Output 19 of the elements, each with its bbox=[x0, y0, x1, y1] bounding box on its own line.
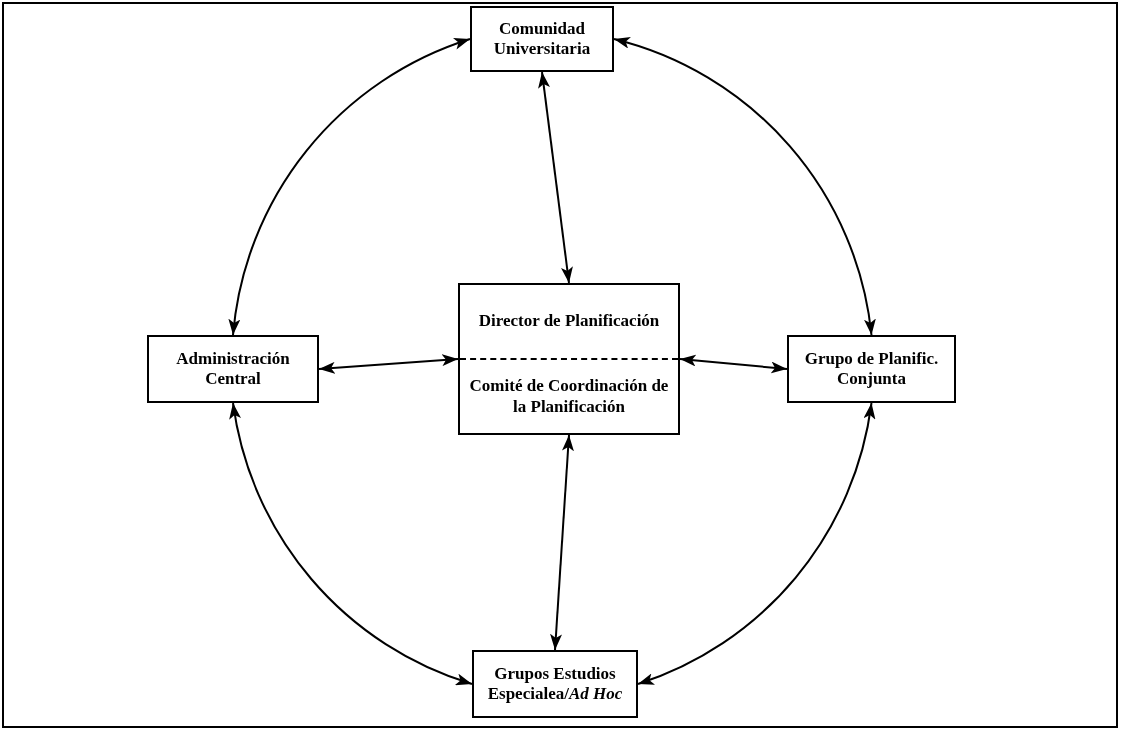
process-box bbox=[472, 650, 638, 718]
double-arrow bbox=[229, 38, 471, 336]
process-box bbox=[787, 335, 956, 403]
box-label: Director de Planificación bbox=[477, 310, 661, 333]
box-label: Comunidad Universitaria bbox=[492, 17, 592, 60]
process-box bbox=[147, 335, 319, 403]
double-arrow bbox=[613, 38, 875, 336]
box-label: Administración Central bbox=[175, 347, 291, 390]
double-arrow bbox=[550, 434, 574, 651]
box-label: Grupos Estudios Especialea/Ad Hoc bbox=[486, 662, 624, 705]
double-arrow bbox=[318, 354, 459, 374]
double-arrow bbox=[230, 402, 473, 685]
process-box bbox=[470, 6, 614, 72]
box-label: Comité de Coordinación de la Planificación bbox=[468, 375, 670, 418]
double-arrow bbox=[679, 354, 788, 374]
double-arrow bbox=[538, 71, 573, 284]
double-arrow bbox=[637, 402, 875, 685]
box-label: Grupo de Planific. Conjunta bbox=[803, 347, 940, 390]
process-box bbox=[458, 283, 680, 435]
